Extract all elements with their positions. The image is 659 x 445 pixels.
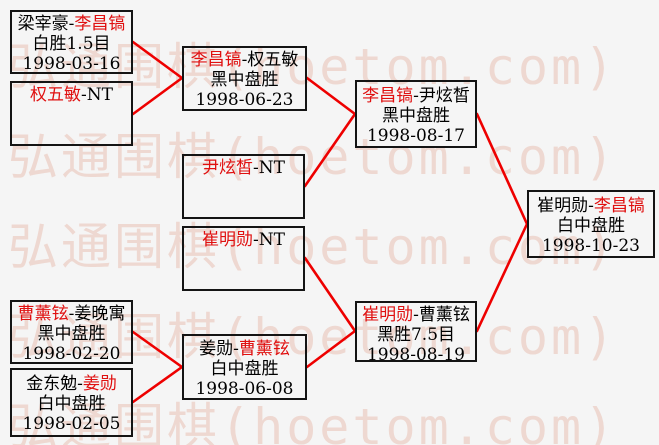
match-result: 白中盘胜: [37, 394, 106, 414]
match-box-round1-bot-1: 曹薰铉-姜晚寓 黑中盘胜 1998-02-20: [10, 300, 133, 364]
connector-line: [303, 112, 357, 188]
player-name: -权五敏: [241, 50, 299, 70]
connector-line: [305, 76, 357, 116]
match-players: 李昌镐-权五敏: [184, 50, 305, 70]
player-name: 梁宰豪-: [17, 14, 75, 34]
match-result: 黑中盘胜: [37, 324, 106, 344]
connector-line: [303, 256, 357, 333]
match-date: 1998-06-08: [195, 379, 294, 399]
player-name: -NT: [81, 85, 113, 105]
player-name: -NT: [253, 230, 285, 250]
player-name: 崔明勋-: [537, 196, 594, 216]
match-result: 黑胜7.5目: [376, 325, 456, 345]
winner-name: 崔明勋: [362, 305, 414, 325]
match-box-round1-top-1: 梁宰豪-李昌镐 白胜1.5目 1998-03-16: [10, 10, 133, 74]
winner-name: 曹薰铉: [238, 339, 290, 359]
winner-name: 李昌镐: [362, 86, 414, 106]
match-players: 权五敏-NT: [12, 85, 131, 105]
match-box-semifinal-bot: 崔明勋-曹薰铉 黑胜7.5目 1998-08-19: [355, 301, 477, 365]
match-box-round2-bot: 姜勋-曹薰铉 白中盘胜 1998-06-08: [182, 334, 307, 400]
match-date: 1998-02-20: [22, 344, 121, 364]
connector-line: [131, 76, 184, 116]
match-box-semifinal-top: 李昌镐-尹炫皙 黑中盘胜 1998-08-17: [355, 80, 477, 148]
match-date: 1998-08-19: [366, 345, 465, 365]
match-result: 白中盘胜: [210, 359, 279, 379]
player-name: -曹薰铉: [413, 305, 470, 325]
match-box-final: 崔明勋-李昌镐 白中盘胜 1998-10-23: [527, 190, 655, 258]
match-result: 白胜1.5目: [32, 34, 111, 54]
winner-name: 崔明勋: [202, 230, 254, 250]
match-players: 姜勋-曹薰铉: [184, 339, 305, 359]
match-date: 1998-03-16: [22, 54, 121, 74]
match-date: 1998-10-23: [541, 236, 640, 256]
match-result: 黑中盘胜: [210, 70, 279, 90]
match-box-round1-bot-2: 金东勉-姜勋 白中盘胜 1998-02-05: [10, 368, 133, 437]
match-players: 李昌镐-尹炫皙: [357, 86, 475, 106]
player-name: 金东勉-: [26, 374, 83, 394]
connector-line: [475, 222, 529, 333]
player-name: -尹炫皙: [413, 86, 470, 106]
winner-name: 曹薰铉: [17, 304, 69, 324]
winner-name: 尹炫皙: [202, 158, 254, 178]
match-box-round1-top-2: 权五敏-NT: [10, 81, 133, 146]
player-name: -NT: [253, 158, 285, 178]
match-players: 金东勉-姜勋: [12, 374, 131, 394]
match-result: 黑中盘胜: [382, 106, 450, 126]
connector-line: [131, 365, 184, 404]
winner-name: 李昌镐: [74, 14, 126, 34]
match-box-round2-top: 李昌镐-权五敏 黑中盘胜 1998-06-23: [182, 46, 307, 111]
match-players: 尹炫皙-NT: [184, 158, 303, 178]
match-players: 曹薰铉-姜晚寓: [12, 304, 131, 324]
match-date: 1998-08-17: [366, 126, 465, 146]
match-box-round2-mid-1: 尹炫皙-NT: [182, 154, 305, 219]
player-name: 姜勋-: [199, 339, 239, 359]
winner-name: 李昌镐: [190, 50, 242, 70]
connector-line: [131, 40, 184, 80]
connector-line: [475, 112, 529, 226]
match-players: 崔明勋-曹薰铉: [357, 305, 475, 325]
match-players: 梁宰豪-李昌镐: [12, 14, 131, 34]
connector-line: [305, 329, 357, 369]
match-box-round2-mid-2: 崔明勋-NT: [182, 226, 305, 291]
winner-name: 李昌镐: [593, 196, 645, 216]
match-players: 崔明勋-李昌镐: [529, 196, 653, 216]
match-date: 1998-02-05: [22, 414, 121, 434]
match-players: 崔明勋-NT: [184, 230, 303, 250]
winner-name: 姜勋: [82, 374, 117, 394]
player-name: -姜晚寓: [68, 304, 126, 324]
connector-line: [131, 330, 184, 369]
winner-name: 权五敏: [30, 85, 82, 105]
match-date: 1998-06-23: [195, 90, 294, 110]
match-result: 白中盘胜: [557, 216, 625, 236]
